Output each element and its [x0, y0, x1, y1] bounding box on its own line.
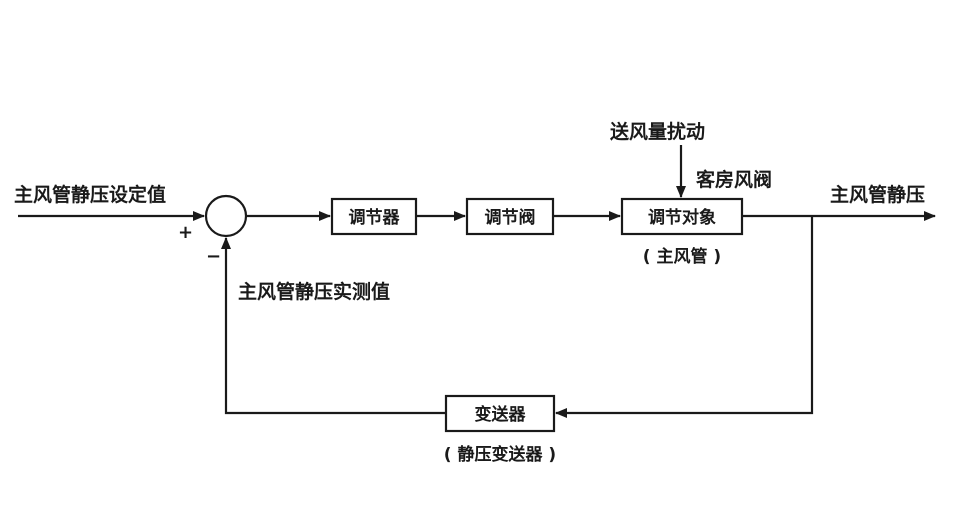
output-label: 主风管静压 — [830, 183, 925, 206]
measured-label: 主风管静压实测值 — [238, 280, 390, 303]
summing-junction — [204, 194, 248, 238]
feedback-path-left — [221, 237, 446, 415]
controller-label: 调节器 — [349, 207, 401, 228]
transmitter-note: ( 静压变送器 ) — [444, 444, 556, 465]
plant-label: 调节对象 — [648, 207, 716, 228]
transmitter-label: 变送器 — [475, 404, 527, 425]
disturbance-label: 送风量扰动 — [610, 120, 705, 143]
plant-note: ( 主风管 ) — [643, 246, 721, 267]
input-label: 主风管静压设定值 — [14, 183, 166, 206]
plus-sign: + — [178, 222, 193, 243]
room-damper-label: 客房风阀 — [696, 168, 772, 191]
plant-block — [620, 197, 744, 236]
valve-block — [465, 197, 555, 236]
feedback-path-right — [555, 216, 814, 418]
valve-label: 调节阀 — [485, 207, 536, 228]
minus-sign: − — [206, 246, 221, 267]
transmitter-block — [444, 394, 556, 433]
